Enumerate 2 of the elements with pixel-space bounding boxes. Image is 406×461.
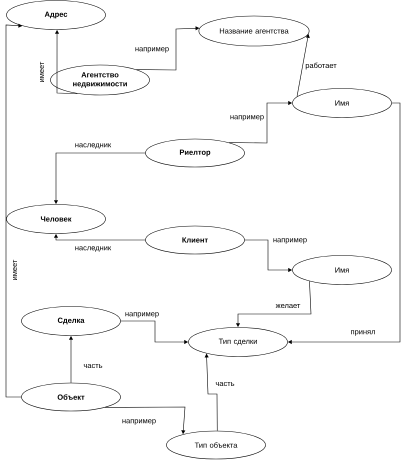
- arrow: [136, 26, 200, 70]
- arrow: [6, 24, 22, 398]
